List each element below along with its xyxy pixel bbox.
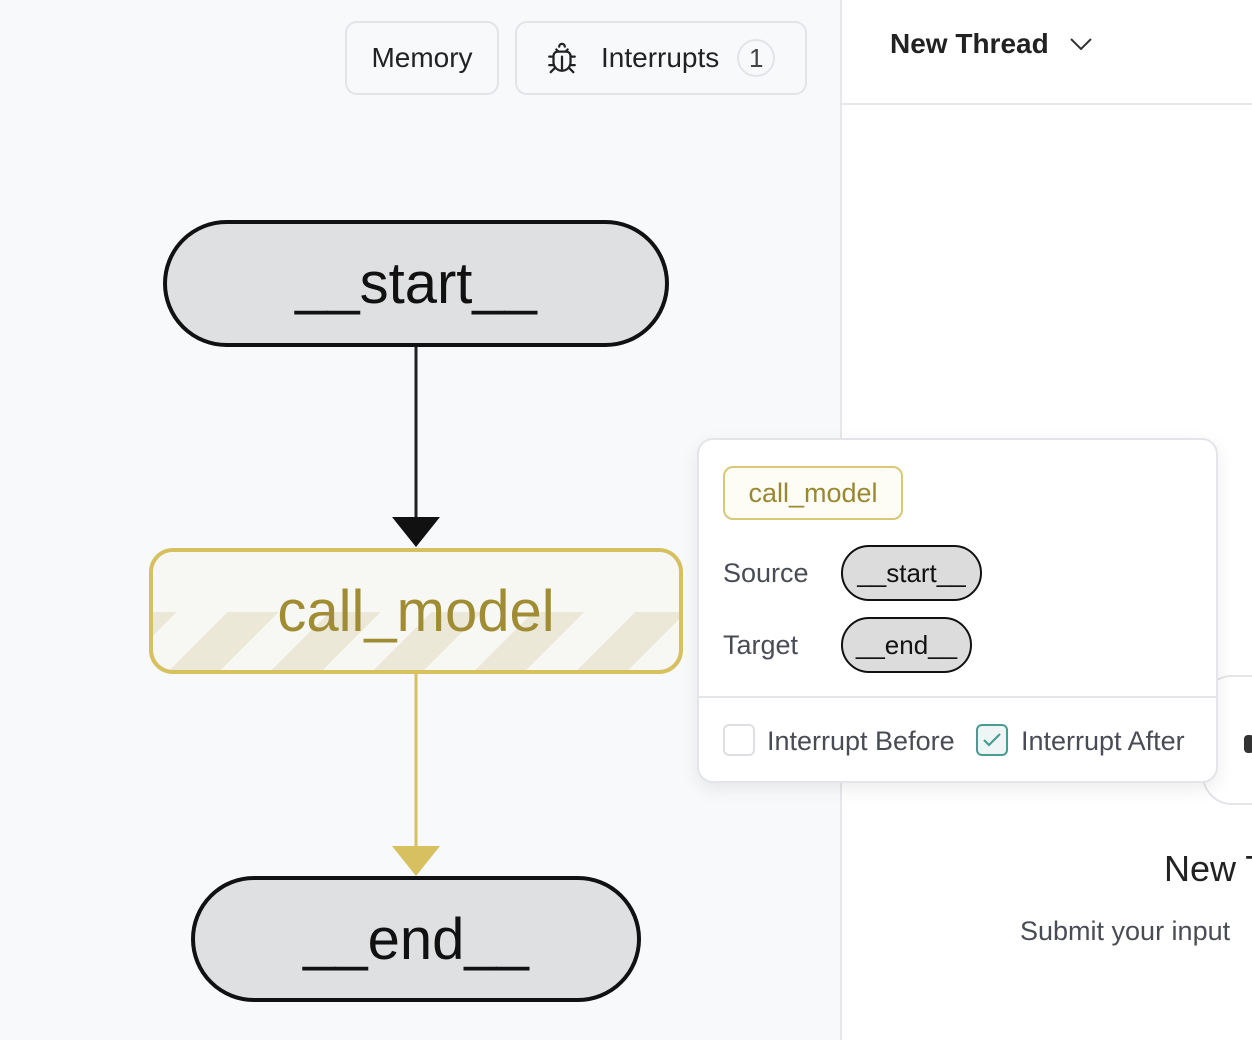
card-icon <box>1244 735 1252 753</box>
bug-icon <box>548 42 576 74</box>
node-start[interactable]: __start__ <box>163 220 669 347</box>
node-call-model[interactable]: call_model <box>149 548 683 674</box>
thread-title: New Thread <box>890 28 1049 59</box>
interrupt-before-checkbox[interactable] <box>723 724 755 756</box>
interrupt-before-label: Interrupt Before <box>767 726 955 756</box>
interrupts-button[interactable]: Interrupts 1 <box>515 21 807 95</box>
empty-subtitle: Submit your input <box>1020 916 1231 946</box>
interrupt-after-checkbox[interactable] <box>976 724 1008 756</box>
memory-button[interactable]: Memory <box>345 21 499 95</box>
node-top-fill <box>153 552 679 612</box>
source-label: Source <box>723 558 809 588</box>
edge-arrowhead <box>392 846 440 876</box>
edge-arrowhead <box>392 517 440 547</box>
check-icon <box>983 733 1001 747</box>
divider <box>699 696 1216 698</box>
source-node-pill[interactable]: __start__ <box>841 545 982 601</box>
node-label: __start__ <box>295 251 537 316</box>
memory-label: Memory <box>371 42 473 73</box>
node-label: call_model <box>277 578 555 644</box>
graph-edges <box>392 346 440 876</box>
node-end[interactable]: __end__ <box>191 876 641 1002</box>
empty-title: New T <box>1164 848 1252 889</box>
target-label: Target <box>723 630 799 660</box>
interrupts-count-badge: 1 <box>737 39 776 77</box>
node-popover: call_model Source __start__ Target __end… <box>697 438 1218 783</box>
node-label: __end__ <box>303 906 529 972</box>
node-name-tag: call_model <box>723 466 903 520</box>
thread-selector[interactable]: New Thread <box>890 28 1093 60</box>
chevron-down-icon <box>1069 38 1092 51</box>
thread-header: New Thread <box>842 0 1252 105</box>
interrupts-label: Interrupts <box>601 42 720 73</box>
target-node-pill[interactable]: __end__ <box>841 617 972 673</box>
interrupt-after-label: Interrupt After <box>1021 726 1185 756</box>
